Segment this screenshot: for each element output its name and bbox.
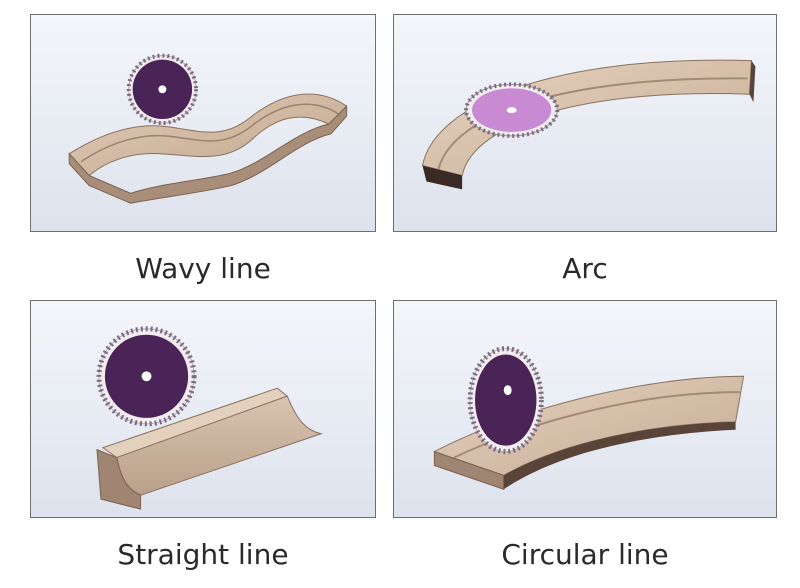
arc-illustration: [421, 59, 756, 190]
circular-molding-front: [433, 450, 505, 490]
panel-wavy-line: [30, 14, 376, 232]
saw-blade: [126, 53, 199, 125]
circular-molding-bottom-edge: [503, 421, 736, 490]
arc-end-face-right: [749, 60, 756, 103]
panel-circular-line: [393, 300, 777, 518]
saw-blade: [96, 326, 197, 427]
caption-arc: Arc: [562, 252, 608, 285]
circular-line-illustration: [433, 346, 745, 490]
panel-straight-line: [30, 300, 376, 518]
wavy-slab-front: [68, 104, 348, 204]
caption-straight-line: Straight line: [117, 538, 289, 571]
caption-circular-line: Circular line: [501, 538, 669, 571]
arc-end-face-left: [422, 165, 463, 190]
straight-bar-end: [96, 448, 142, 510]
wavy-line-illustration: [68, 53, 348, 204]
panel-arc: [393, 14, 777, 232]
wavy-groove: [80, 103, 340, 163]
straight-line-illustration: [96, 326, 323, 510]
caption-wavy-line: Wavy line: [135, 252, 271, 285]
saw-blade: [467, 346, 544, 455]
saw-blade: [464, 82, 560, 138]
